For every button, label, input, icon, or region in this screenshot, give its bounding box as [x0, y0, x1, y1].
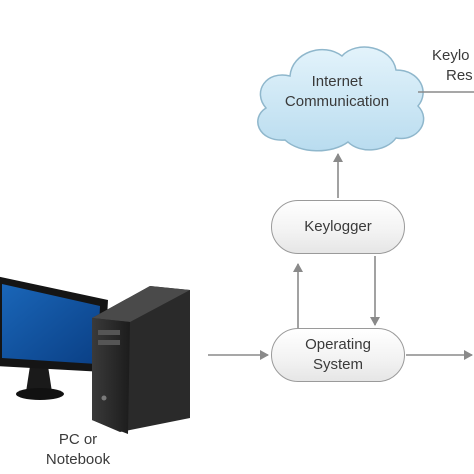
internet-cloud-shape [257, 46, 425, 152]
operating-system-node: Operating System [271, 328, 405, 382]
pc-label: PC or Notebook [30, 430, 126, 470]
pc-illustration [0, 276, 190, 434]
report-label: Keylo Res [432, 46, 474, 86]
report-label-line2: Res [446, 67, 473, 84]
keylogger-node: Keylogger [271, 200, 405, 254]
internet-label: Internet Communication [264, 72, 410, 112]
report-label-line1: Keylo [432, 47, 470, 64]
pc-label-line2: Notebook [45, 451, 111, 468]
keylogger-label: Keylogger [304, 218, 372, 235]
pc-label-line1: PC or [58, 431, 98, 448]
os-label-line1: Operating [305, 336, 371, 353]
internet-label-line2: Communication [284, 93, 390, 110]
internet-label-line1: Internet [311, 73, 363, 90]
os-label-line2: System [312, 356, 363, 373]
monitor-screen [2, 284, 100, 364]
